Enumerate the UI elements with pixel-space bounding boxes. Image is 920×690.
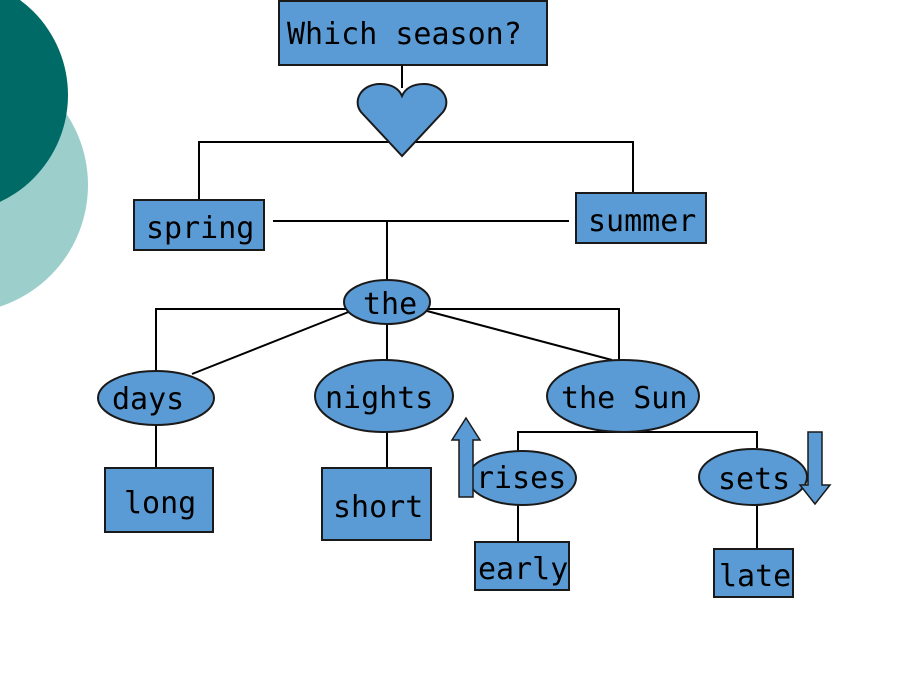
adjective-long-label: long xyxy=(124,486,197,521)
season-summer-label: summer xyxy=(588,204,697,239)
sets-node-shape xyxy=(698,448,808,506)
subject-sun-label: the Sun xyxy=(561,381,688,416)
time-late-label: late xyxy=(719,559,792,594)
heart-icon xyxy=(356,82,448,158)
early-node-box xyxy=(474,541,570,591)
adjective-short-label: short xyxy=(333,490,424,525)
days-node-shape xyxy=(97,370,215,426)
verb-sets-label: sets xyxy=(718,462,791,497)
connectors xyxy=(155,66,758,548)
verb-rises-label: rises xyxy=(476,461,567,496)
time-early-label: early xyxy=(478,552,569,587)
subject-days-label: days xyxy=(112,382,185,417)
title-node-box xyxy=(278,0,548,66)
title-label: Which season? xyxy=(287,17,522,52)
arrow-down-icon xyxy=(798,431,832,506)
subject-nights-label: nights xyxy=(325,381,434,416)
late-node-box xyxy=(713,548,794,598)
short-node-box xyxy=(321,467,432,541)
nights-node-shape xyxy=(314,359,454,433)
summer-node-box xyxy=(575,192,707,244)
hub-the-label: the xyxy=(363,287,418,322)
sun-node-shape xyxy=(546,359,700,433)
long-node-box xyxy=(104,467,214,533)
spring-node-box xyxy=(133,199,265,251)
decor-circle-dark xyxy=(0,0,68,202)
arrow-up-icon xyxy=(450,416,482,498)
season-spring-label: spring xyxy=(146,211,255,246)
the-node-shape xyxy=(343,279,431,325)
